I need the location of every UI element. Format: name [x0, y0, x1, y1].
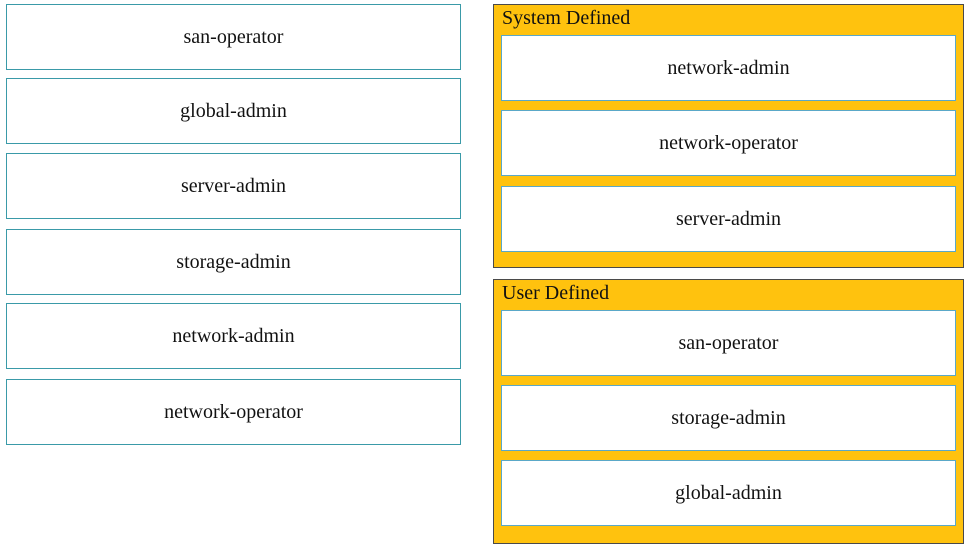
drop-zone-system-defined[interactable]: System Defined network-admin network-ope…	[493, 4, 964, 268]
placed-item-storage-admin[interactable]: storage-admin	[501, 385, 956, 451]
zone-title: User Defined	[502, 282, 610, 304]
item-label: storage-admin	[176, 250, 291, 273]
draggable-item-global-admin[interactable]: global-admin	[6, 78, 461, 144]
item-label: server-admin	[675, 207, 782, 230]
item-label: network-operator	[659, 131, 798, 154]
placed-item-san-operator[interactable]: san-operator	[501, 310, 956, 376]
draggable-item-network-operator[interactable]: network-operator	[6, 379, 461, 445]
draggable-item-storage-admin[interactable]: storage-admin	[6, 229, 461, 295]
item-label: storage-admin	[671, 406, 786, 429]
item-label: network-admin	[667, 56, 790, 79]
item-label: san-operator	[678, 331, 779, 354]
item-label: global-admin	[675, 481, 782, 504]
drop-zone-user-defined[interactable]: User Defined san-operator storage-admin …	[493, 279, 964, 544]
item-label: global-admin	[180, 99, 287, 122]
draggable-item-san-operator[interactable]: san-operator	[6, 4, 461, 70]
placed-item-server-admin[interactable]: server-admin	[501, 186, 956, 252]
item-label: san-operator	[183, 25, 284, 48]
item-label: server-admin	[180, 174, 287, 197]
item-label: network-admin	[172, 324, 295, 347]
draggable-item-server-admin[interactable]: server-admin	[6, 153, 461, 219]
placed-item-global-admin[interactable]: global-admin	[501, 460, 956, 526]
zone-title: System Defined	[502, 7, 631, 29]
draggable-item-network-admin[interactable]: network-admin	[6, 303, 461, 369]
placed-item-network-admin[interactable]: network-admin	[501, 35, 956, 101]
item-label: network-operator	[164, 400, 303, 423]
placed-item-network-operator[interactable]: network-operator	[501, 110, 956, 176]
